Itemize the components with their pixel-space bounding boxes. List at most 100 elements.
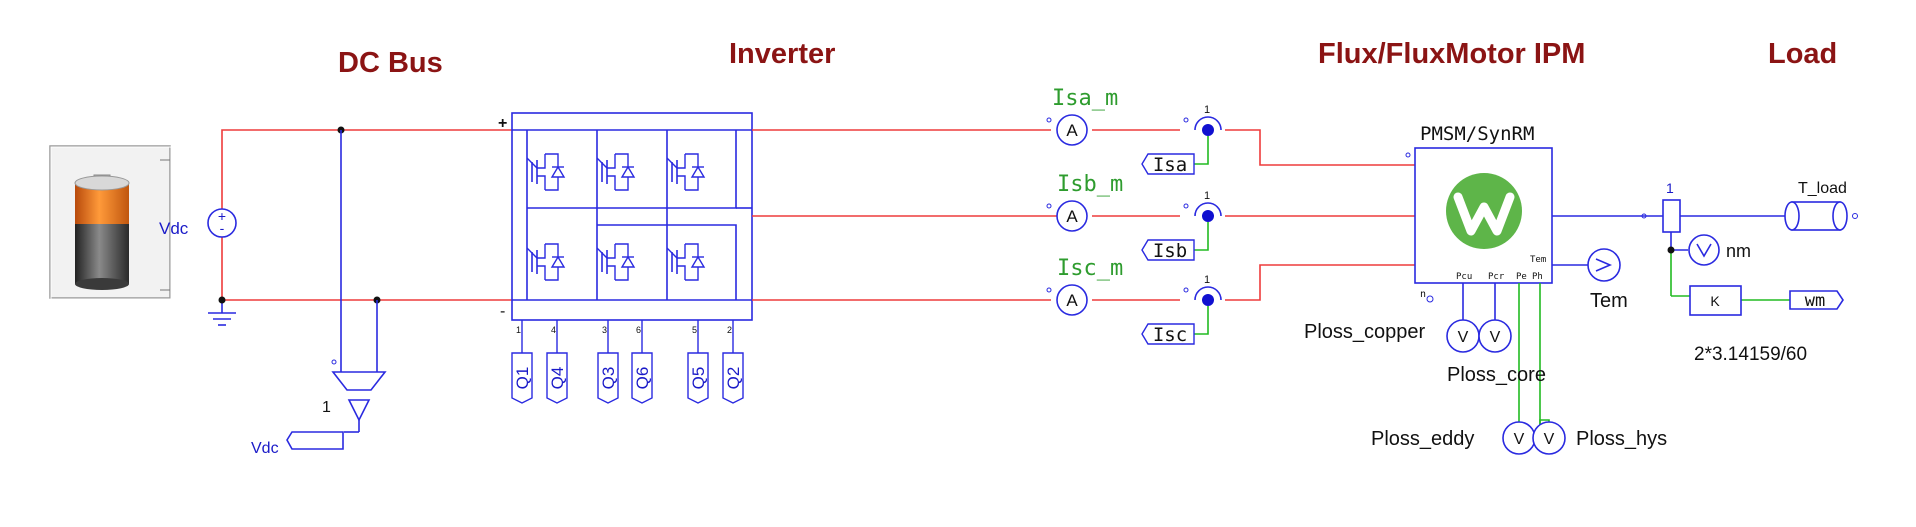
voltage-probe-gain: 1 <box>322 399 331 416</box>
ploss-eddy-voltmeter[interactable]: V <box>1502 421 1536 455</box>
inverter-pin-number: 5 <box>692 325 697 335</box>
igbt-icon <box>596 243 636 281</box>
wm-output-label: wm <box>1805 291 1825 311</box>
section-title-dc-bus: DC Bus <box>338 47 443 79</box>
gate-label: Q6 <box>633 367 652 390</box>
inverter-pin-number: 6 <box>636 325 641 335</box>
current-sensor-isb[interactable]: 1 <box>1183 190 1222 251</box>
igbt-icon <box>666 153 706 191</box>
phase-wiring <box>752 129 1415 301</box>
inverter-block[interactable] <box>511 112 753 321</box>
voltage-probe[interactable] <box>286 359 387 450</box>
inverter-pin-number: 3 <box>602 325 607 335</box>
wm-output-port[interactable] <box>1789 290 1844 310</box>
voltmeters: V V V V <box>1446 248 1621 455</box>
gate-port-q5[interactable]: Q5 <box>687 352 709 404</box>
fluxmotor-logo-icon <box>1446 173 1522 249</box>
pin-ph: Ph <box>1532 272 1543 282</box>
gate-port-q3[interactable]: Q3 <box>597 352 619 404</box>
svg-text:A: A <box>1066 207 1078 226</box>
pin-tem: Tem <box>1530 255 1546 265</box>
ploss-core-label: Ploss_core <box>1447 364 1546 386</box>
gate-port-q1[interactable]: Q1 <box>511 352 533 404</box>
pin-pcr: Pcr <box>1488 272 1505 282</box>
speed-sensor[interactable] <box>1641 199 1681 233</box>
svg-text:+: + <box>218 208 226 224</box>
ammeter-isa[interactable]: A <box>1046 114 1088 146</box>
gate-port-q2[interactable]: Q2 <box>722 352 744 404</box>
vdc-output-label: Vdc <box>251 440 279 457</box>
loss-meter-wiring <box>1462 264 1588 430</box>
svg-text:A: A <box>1066 291 1078 310</box>
gate-port-q6[interactable]: Q6 <box>631 352 653 404</box>
inverter-minus-label: - <box>500 303 505 320</box>
ploss-eddy-label: Ploss_eddy <box>1371 428 1474 450</box>
current-output-port-isa[interactable]: Isa <box>1141 153 1195 176</box>
nm-label: nm <box>1726 241 1751 261</box>
gate-label: Q2 <box>724 367 743 390</box>
battery-icon[interactable] <box>49 145 172 300</box>
section-title-machine: Flux/FluxMotor IPM <box>1318 38 1585 70</box>
inverter-pin-number: 1 <box>516 325 521 335</box>
pin-pe: Pe <box>1516 272 1527 282</box>
ploss-hys-label: Ploss_hys <box>1576 428 1667 450</box>
dc-voltage-source[interactable]: + - <box>207 208 237 238</box>
current-sensor-gain: 1 <box>1204 104 1210 116</box>
tem-label: Tem <box>1590 290 1628 312</box>
section-title-inverter: Inverter <box>729 38 835 70</box>
gate-label: Q5 <box>689 367 708 390</box>
pin-pcu: Pcu <box>1456 272 1472 282</box>
igbt-icon <box>666 243 706 281</box>
pin-n: n <box>1420 289 1426 300</box>
gain-expression: 2*3.14159/60 <box>1694 344 1807 365</box>
svg-text:Isb: Isb <box>1153 240 1187 262</box>
gate-port-q4[interactable]: Q4 <box>546 352 568 404</box>
svg-text:V: V <box>1458 329 1469 346</box>
svg-text:Isc: Isc <box>1153 324 1187 346</box>
gain-block-label: K <box>1710 293 1720 309</box>
gate-label: Q4 <box>548 367 567 390</box>
gain-block[interactable] <box>1689 285 1742 316</box>
igbt-icon <box>596 153 636 191</box>
tem-voltmeter[interactable] <box>1587 248 1621 282</box>
current-sensor-isa[interactable]: 1 <box>1183 104 1222 165</box>
machine-title: PMSM/SynRM <box>1420 123 1534 145</box>
ammeter-label: Isb_m <box>1057 172 1123 197</box>
gate-label: Q3 <box>599 367 618 390</box>
svg-text:V: V <box>1544 431 1555 448</box>
ploss-core-voltmeter[interactable]: V <box>1478 319 1512 353</box>
gate-label: Q1 <box>513 367 532 390</box>
igbt-icon <box>526 153 566 191</box>
igbt-switches <box>526 153 706 281</box>
svg-text:Isa: Isa <box>1153 154 1187 176</box>
inverter-plus-label: + <box>498 115 507 132</box>
ammeter-isc[interactable]: A <box>1046 284 1088 316</box>
load-wiring <box>1552 215 1792 301</box>
dc-bus-wiring <box>208 126 512 372</box>
current-output-port-isc[interactable]: Isc <box>1141 323 1195 346</box>
svg-text:V: V <box>1514 431 1525 448</box>
ammeter-isb[interactable]: A <box>1046 200 1088 232</box>
svg-text:A: A <box>1066 121 1078 140</box>
svg-text:V: V <box>1490 329 1501 346</box>
current-sensor-isc[interactable]: 1 <box>1183 274 1222 335</box>
ammeter-label: Isa_m <box>1052 86 1118 111</box>
section-title-load: Load <box>1768 38 1837 70</box>
current-output-port-isb[interactable]: Isb <box>1141 239 1195 262</box>
current-sensor-gain: 1 <box>1204 190 1210 202</box>
igbt-icon <box>526 243 566 281</box>
svg-text:-: - <box>220 220 225 236</box>
inverter-pin-number: 4 <box>551 325 556 335</box>
ploss-copper-voltmeter[interactable]: V <box>1446 319 1480 353</box>
ploss-hys-voltmeter[interactable]: V <box>1532 421 1566 455</box>
speed-sensor-gain: 1 <box>1666 180 1674 196</box>
current-sensor-gain: 1 <box>1204 274 1210 286</box>
torque-load-block[interactable] <box>1784 201 1858 231</box>
nm-voltmeter[interactable] <box>1688 234 1720 266</box>
dc-source-label: Vdc <box>159 219 189 238</box>
ploss-copper-label: Ploss_copper <box>1304 321 1426 343</box>
